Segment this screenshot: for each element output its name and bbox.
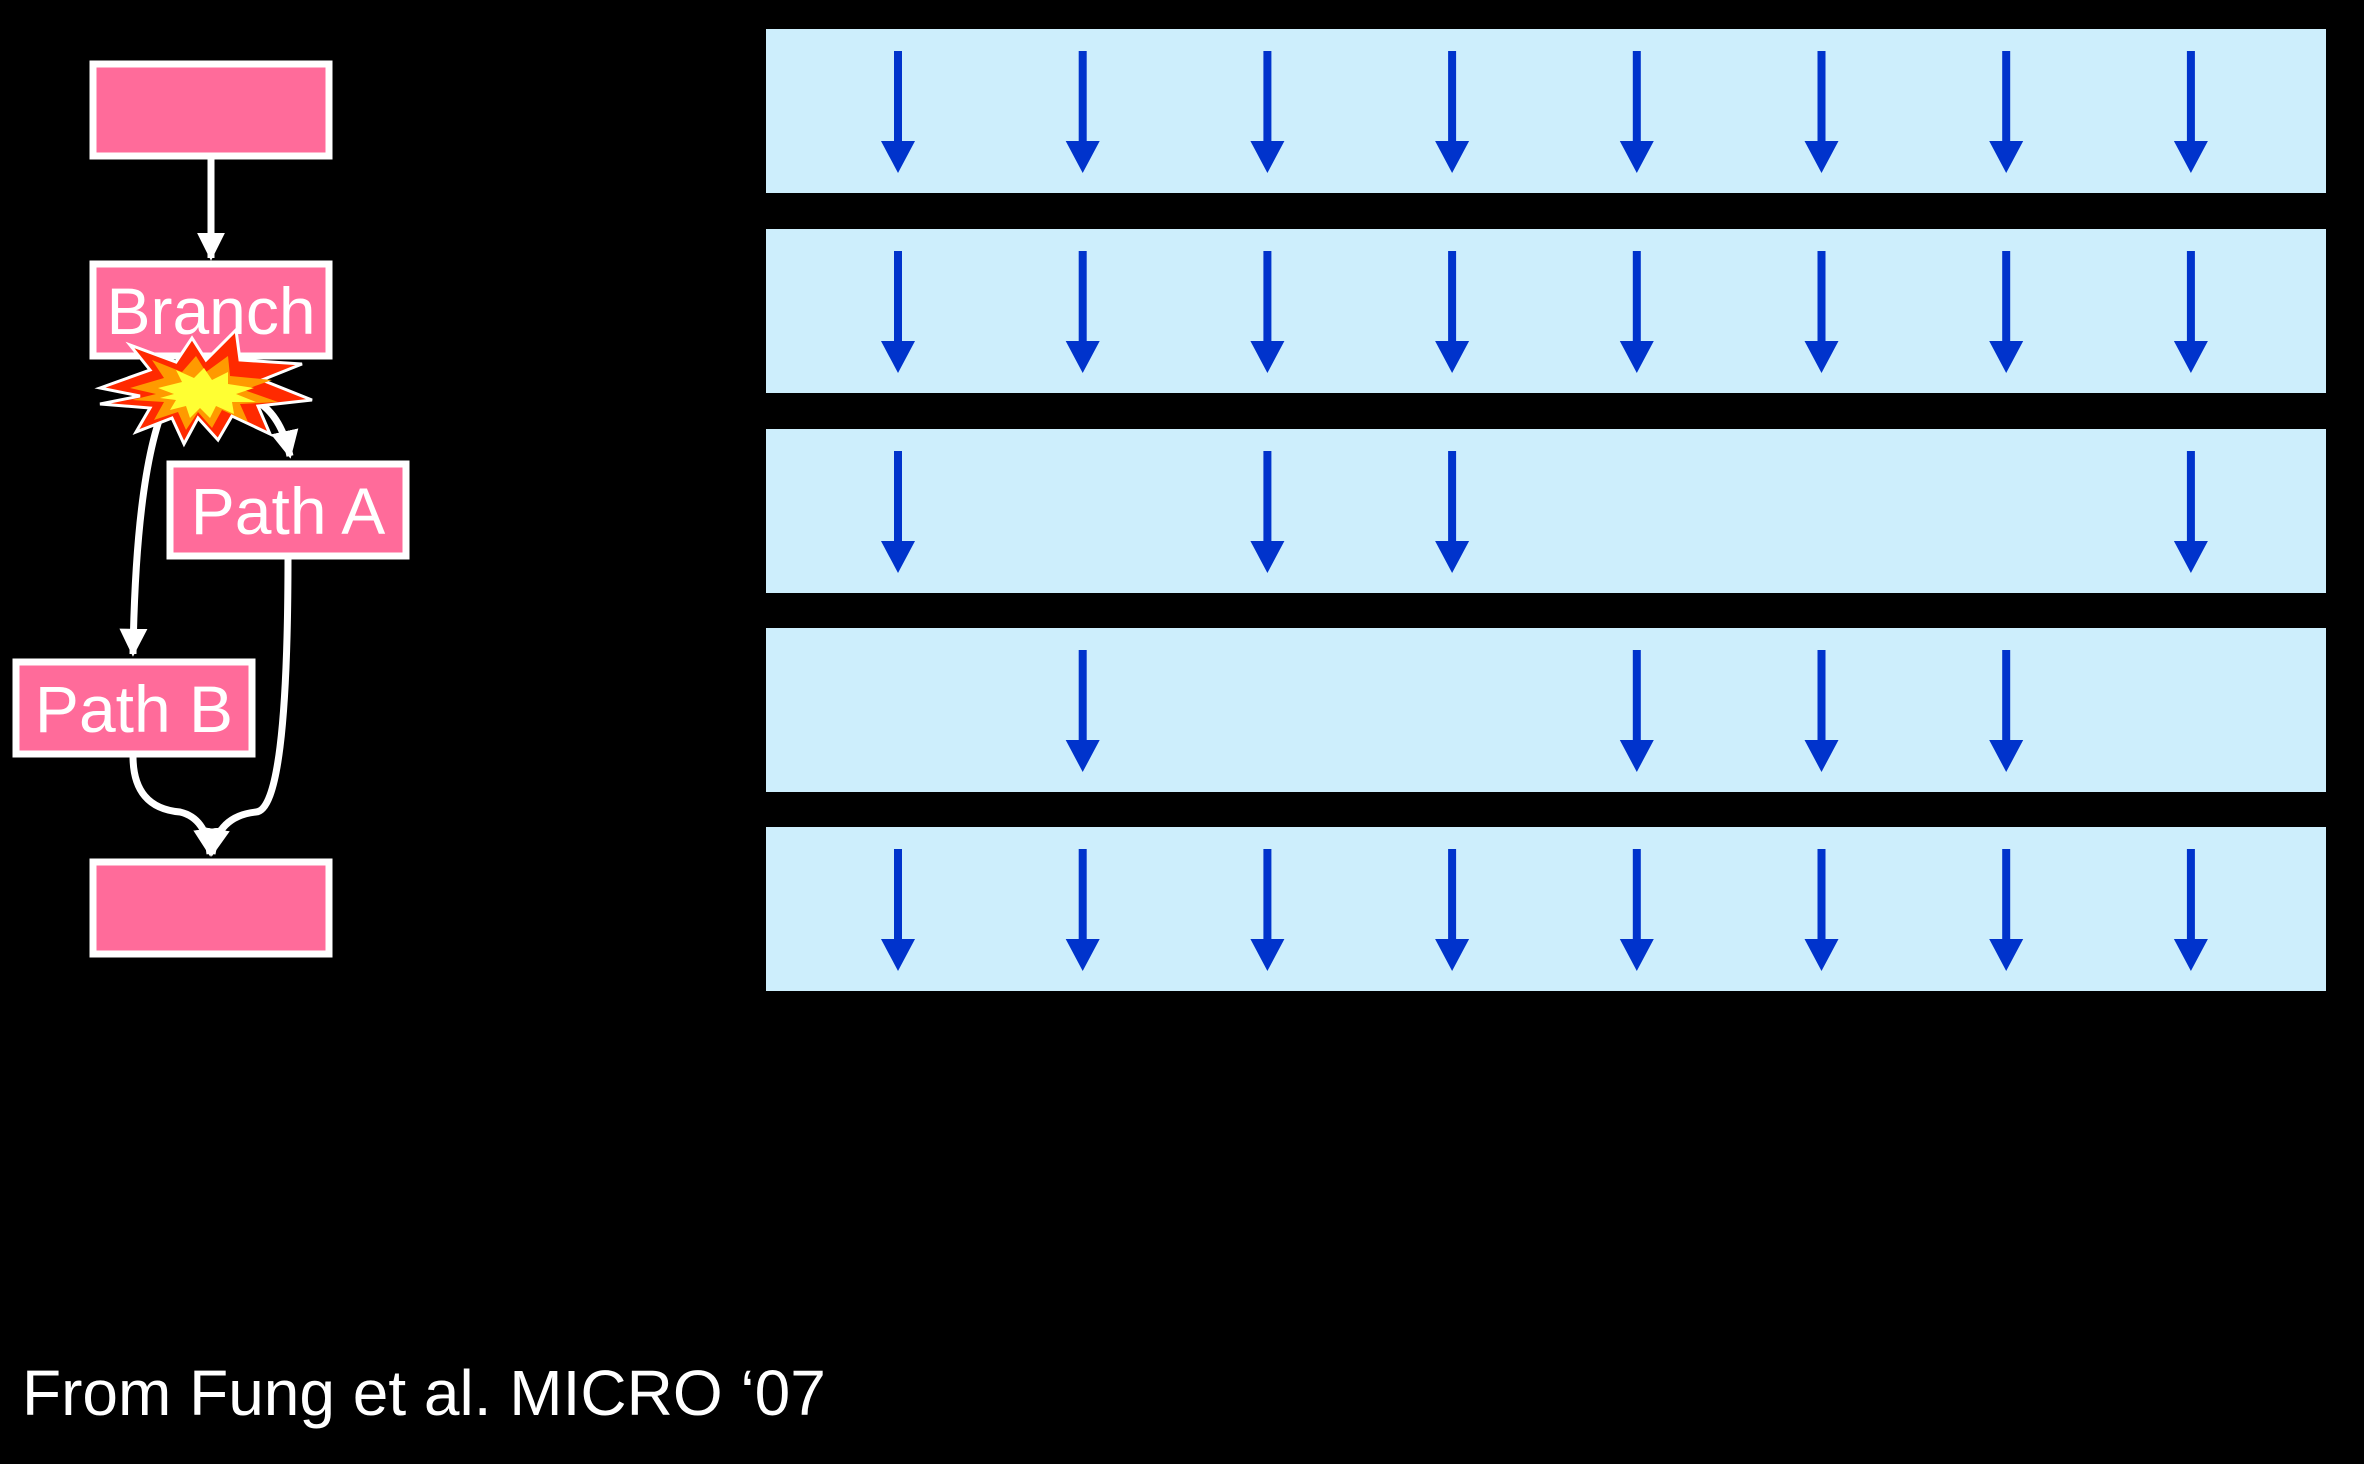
- thread-arrow-icon: [1065, 650, 1100, 772]
- thread-arrow-icon: [881, 451, 915, 573]
- citation: From Fung et al. MICRO ‘07: [22, 1357, 826, 1429]
- warp-lane-4: [766, 628, 2326, 792]
- thread-arrow-icon: [881, 51, 915, 173]
- thread-arrow-icon: [1619, 650, 1654, 772]
- warp-lane-3: [766, 429, 2326, 593]
- thread-arrow-icon: [1250, 849, 1285, 971]
- warp-lane-1-threads: [881, 51, 2208, 173]
- thread-arrow-icon: [1435, 451, 1470, 573]
- warp-lane-4-threads: [1065, 650, 2024, 772]
- thread-arrow-icon: [1435, 849, 1470, 971]
- thread-arrow-icon: [1619, 251, 1654, 373]
- warp-lane-3-threads: [881, 451, 2208, 573]
- thread-arrow-icon: [1804, 650, 1839, 772]
- edge-path-a-to-merge: [202, 555, 292, 857]
- thread-arrow-icon: [881, 849, 915, 971]
- thread-arrow-icon: [2173, 849, 2208, 971]
- thread-arrow-icon: [1435, 251, 1470, 373]
- path-a-label: Path A: [191, 474, 386, 548]
- thread-arrow-icon: [2173, 51, 2208, 173]
- thread-arrow-icon: [1804, 251, 1839, 373]
- branch-node: Branch: [89, 260, 333, 360]
- explosion-icon: [94, 326, 313, 448]
- thread-arrow-icon: [1065, 51, 1100, 173]
- edge-branch-to-path-b: [119, 400, 170, 657]
- path-a-node: Path A: [166, 460, 410, 560]
- merge-block: [89, 858, 333, 958]
- thread-arrow-icon: [1619, 849, 1654, 971]
- thread-arrow-icon: [1250, 51, 1285, 173]
- thread-arrow-icon: [1435, 51, 1470, 173]
- thread-arrow-icon: [1619, 51, 1654, 173]
- warp-lane-5: [766, 827, 2326, 991]
- thread-arrow-icon: [881, 251, 915, 373]
- thread-arrow-icon: [1989, 849, 2024, 971]
- warp-lane-2: [766, 229, 2326, 393]
- warp-lane-5-threads: [881, 849, 2208, 971]
- thread-arrow-icon: [1065, 849, 1100, 971]
- thread-arrow-icon: [1989, 51, 2024, 173]
- thread-arrow-icon: [2173, 251, 2208, 373]
- thread-arrow-icon: [1804, 51, 1839, 173]
- warp-lane-1: [766, 29, 2326, 193]
- top-block: [89, 60, 333, 160]
- path-b-label: Path B: [35, 672, 233, 746]
- branch-label: Branch: [106, 274, 315, 348]
- thread-arrow-icon: [1065, 251, 1100, 373]
- warp-lane-2-threads: [881, 251, 2208, 373]
- thread-arrow-icon: [1804, 849, 1839, 971]
- edge-path-b-to-merge: [129, 755, 222, 857]
- thread-arrow-icon: [1250, 451, 1285, 573]
- thread-arrow-icon: [2173, 451, 2208, 573]
- thread-arrow-icon: [1989, 251, 2024, 373]
- path-b-node: Path B: [12, 658, 256, 758]
- thread-arrow-icon: [1250, 251, 1285, 373]
- thread-arrow-icon: [1989, 650, 2024, 772]
